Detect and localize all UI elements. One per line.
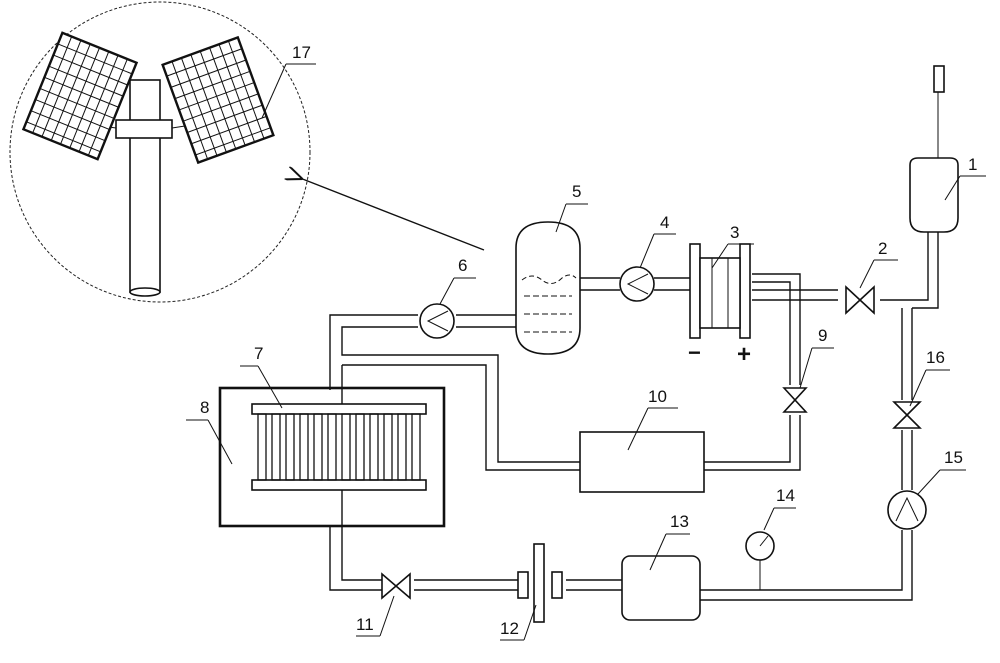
label-14: 14 — [776, 486, 795, 505]
label-11: 11 — [356, 615, 374, 634]
solar-panel-inset: 17 — [9, 1, 316, 303]
piping — [329, 232, 939, 601]
label-8: 8 — [200, 398, 209, 417]
left-solar-panel — [21, 31, 139, 161]
label-9: 9 — [818, 326, 827, 345]
label-17: 17 — [292, 43, 311, 62]
electrode-negative: − — [688, 340, 701, 365]
label-7: 7 — [254, 344, 263, 363]
filter-12: 12 — [500, 543, 563, 641]
vessel-5: 5 — [515, 182, 588, 355]
label-4: 4 — [660, 213, 669, 232]
pole-mount — [115, 119, 173, 139]
inset-circle — [9, 1, 311, 303]
unit-13: 13 — [621, 512, 701, 621]
tank-1: 1 — [909, 65, 986, 233]
label-13: 13 — [670, 512, 689, 531]
label-6: 6 — [458, 256, 467, 275]
gauge-14: 14 — [745, 486, 796, 561]
label-12: 12 — [500, 619, 519, 638]
pump-4: 4 — [619, 213, 676, 302]
valve-9: 9 — [782, 326, 834, 413]
label-16: 16 — [926, 348, 945, 367]
label-3: 3 — [730, 223, 739, 242]
right-solar-panel — [161, 35, 275, 165]
label-1: 1 — [968, 155, 977, 174]
enclosure-8: 8 — [186, 386, 446, 528]
solar-pole — [129, 79, 161, 293]
label-15: 15 — [944, 448, 963, 467]
label-5: 5 — [572, 182, 581, 201]
electrode-positive: + — [737, 341, 751, 368]
label-10: 10 — [648, 387, 667, 406]
valve-2: 2 — [845, 239, 898, 315]
unit-10: 10 — [579, 387, 705, 493]
inset-arrow — [300, 178, 485, 251]
label-2: 2 — [878, 239, 887, 258]
pole-base — [129, 287, 161, 297]
pump-6: 6 — [419, 256, 476, 339]
heat-exchanger-7: 7 — [240, 344, 427, 491]
valve-16: 16 — [892, 348, 950, 429]
electrolyzer-3: 3 − + — [688, 223, 754, 368]
pump-15: 15 — [887, 448, 966, 530]
valve-11: 11 — [356, 572, 411, 637]
